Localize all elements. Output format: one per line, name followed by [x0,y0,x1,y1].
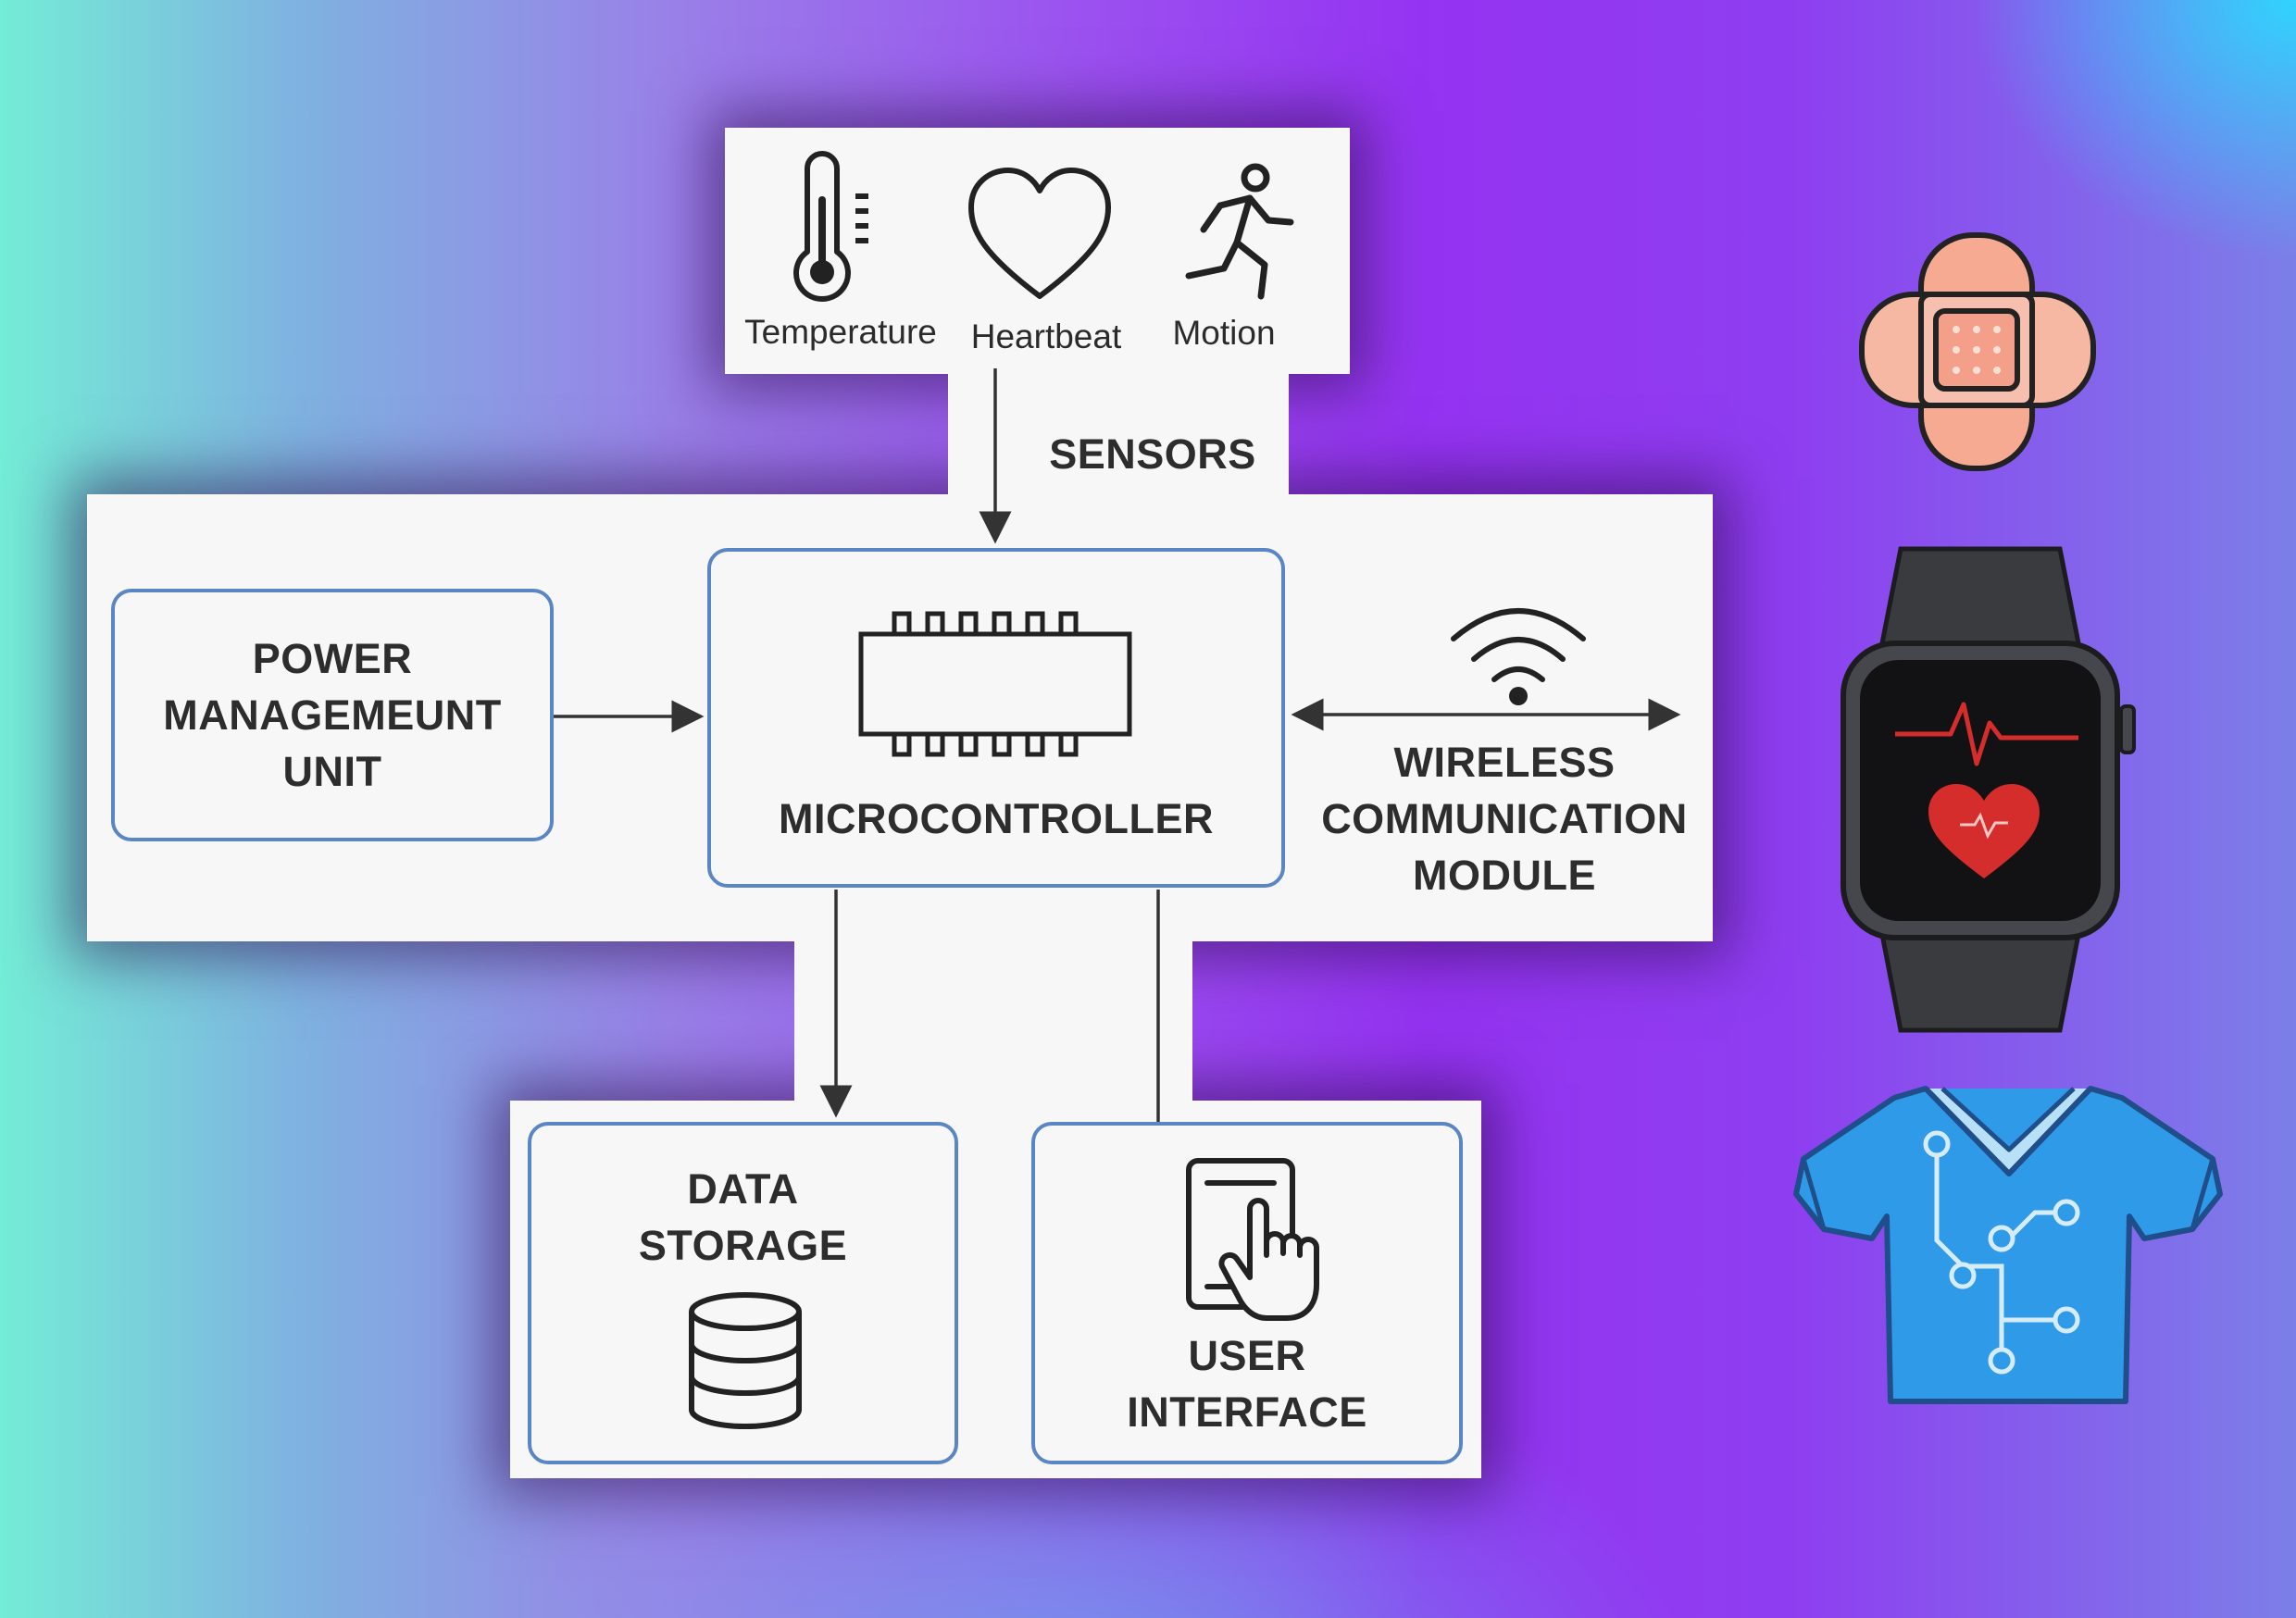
power-management-box [111,589,554,841]
bottom-connector-panel [794,930,1192,1112]
microcontroller-box [707,548,1285,888]
sensor-label-temperature: Temperature [744,313,937,351]
sensor-label-motion: Motion [1172,314,1276,352]
chip-icon [858,611,1132,757]
heart-icon [968,168,1111,299]
smartwatch-icon [1841,546,2136,1033]
sensors-group-label: SENSORS [1049,430,1256,478]
sensors-connector-panel [948,367,1289,505]
thermometer-icon [793,151,868,302]
sensor-label-heartbeat: Heartbeat [970,317,1122,355]
database-icon [689,1292,802,1429]
smart-shirt-icon [1793,1086,2223,1404]
wifi-icon [1451,608,1586,705]
microcontroller-label: MICROCONTROLLER [779,795,1214,842]
touch-tablet-icon [1186,1158,1319,1321]
running-person-icon [1185,163,1294,300]
bandage-patch-icon [1859,232,2096,471]
